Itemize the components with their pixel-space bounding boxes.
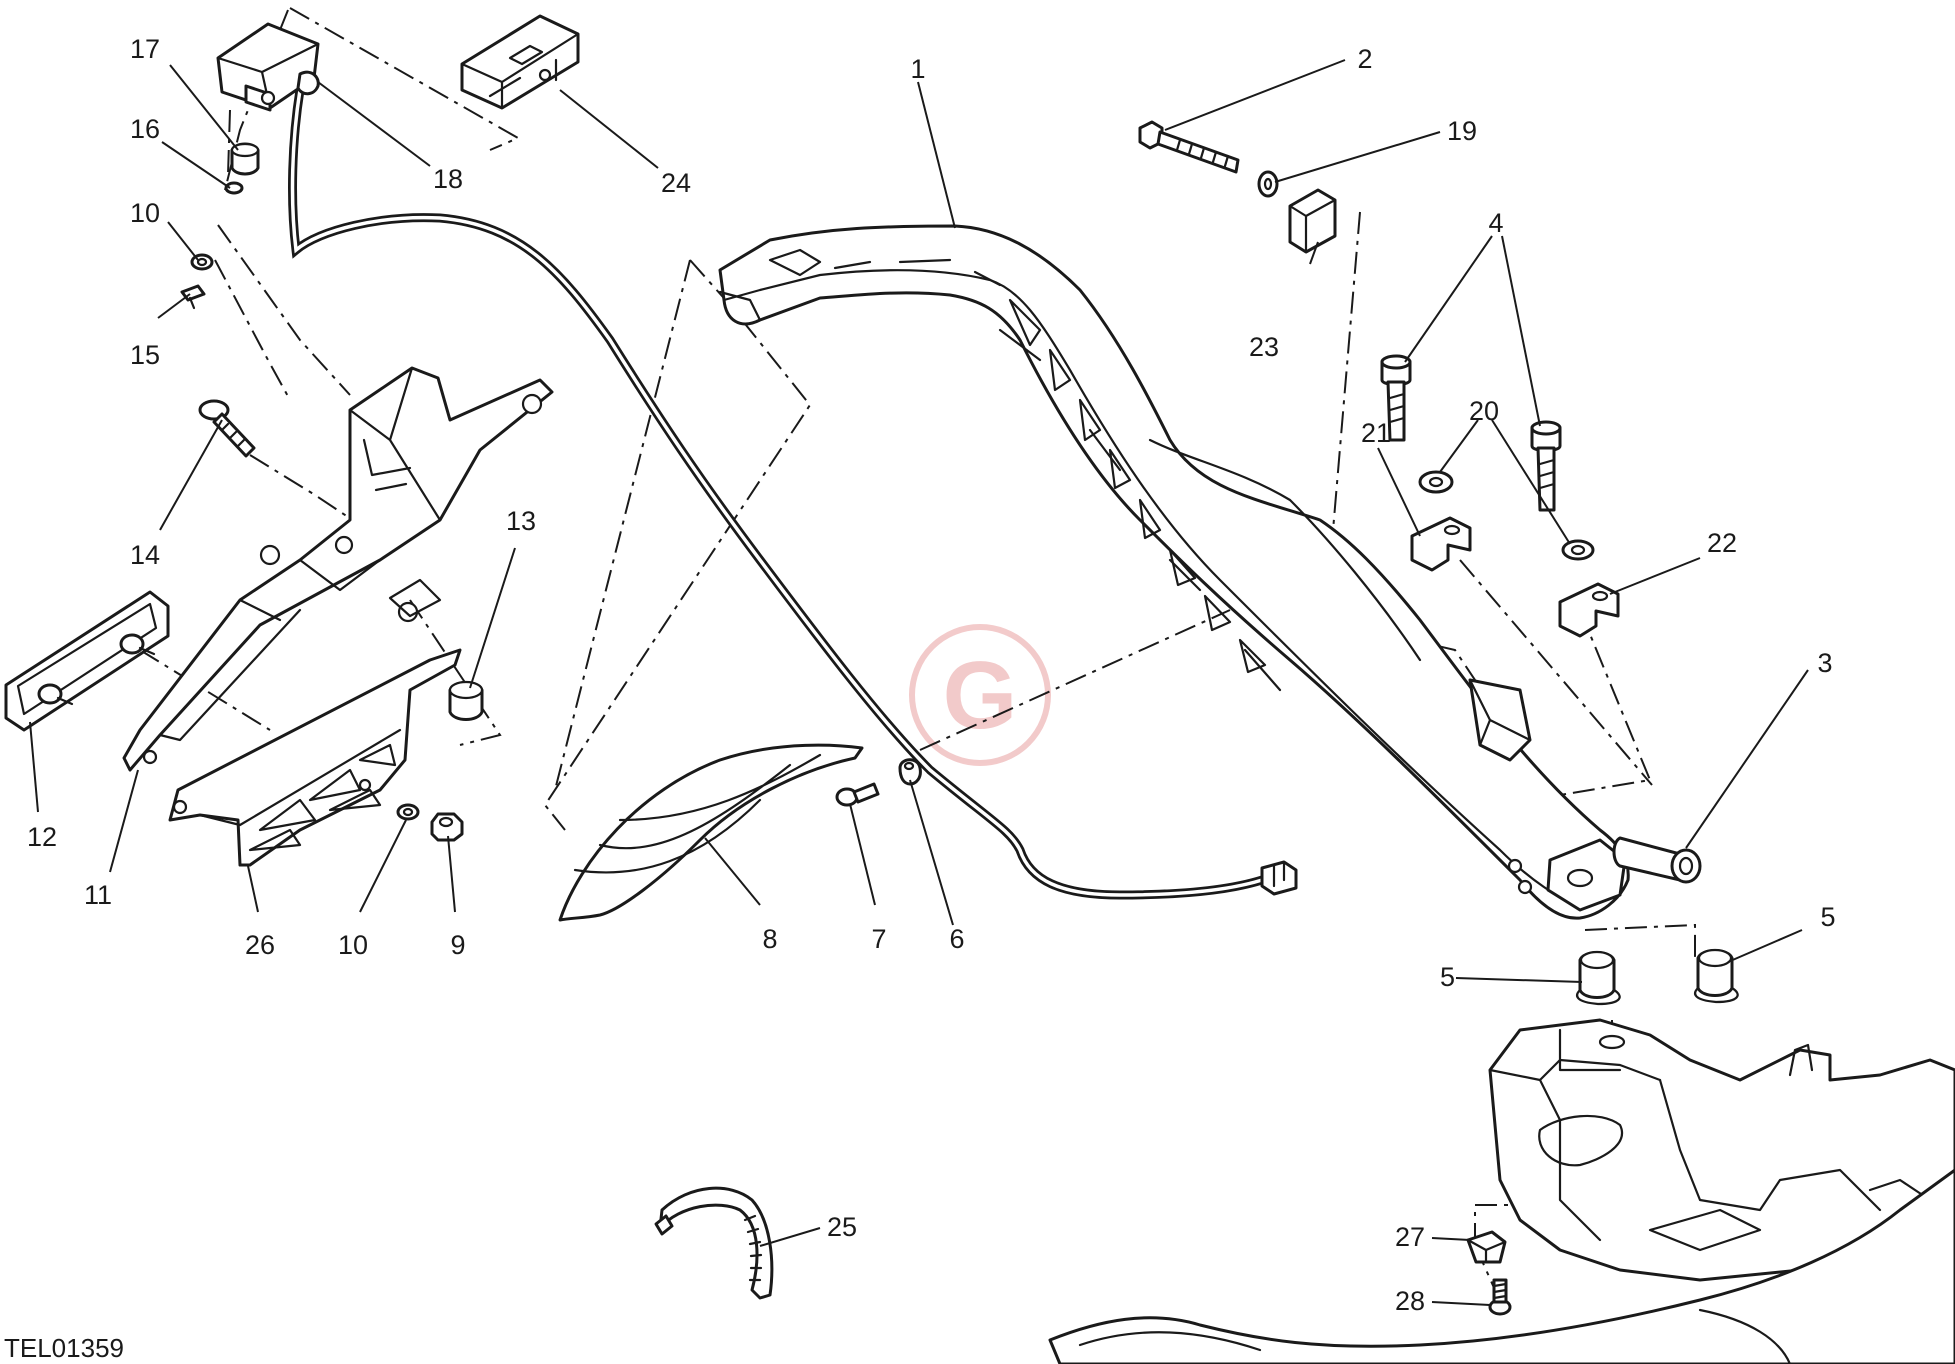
washer-19 [1257,170,1279,198]
drawing-code: TEL01359 [4,1333,124,1363]
bolt-2 [1138,120,1240,174]
callout-1: 1 [910,54,925,84]
grommet-16 [224,142,260,195]
washer-10-lower [396,803,420,821]
watermark-letter: G [943,642,1018,749]
clip-6 [898,758,922,786]
spacer-5-right [1694,948,1739,1004]
rear-mudguard-1 [718,224,1630,920]
callout-10-top: 10 [130,198,160,228]
callout-7: 7 [871,924,886,954]
clip-22 [1558,582,1620,638]
callout-23: 23 [1249,332,1279,362]
callout-5-left: 5 [1440,962,1455,992]
washer-20-right [1561,539,1595,561]
callout-28: 28 [1395,1286,1425,1316]
screw-28 [1488,1278,1512,1316]
mudguard-flap-8 [558,743,864,922]
spacer-13 [448,680,484,721]
callout-2: 2 [1357,44,1372,74]
callout-4: 4 [1488,208,1503,238]
callout-15: 15 [130,340,160,370]
spacer-5-left [1576,950,1621,1006]
callout-3: 3 [1817,648,1832,678]
licence-light-housing [216,22,320,112]
bushing-3 [1612,836,1702,884]
callout-21: 21 [1361,418,1391,448]
callout-22: 22 [1707,528,1737,558]
bolt-4-right [1530,420,1562,512]
clip-23 [1288,188,1337,254]
callout-14: 14 [130,540,160,570]
callout-6: 6 [949,924,964,954]
callout-16: 16 [130,114,160,144]
callout-25: 25 [827,1212,857,1242]
callout-8: 8 [762,924,777,954]
light-lens-cover [460,14,580,110]
callout-12: 12 [27,822,57,852]
watermark-logo: G [909,624,1051,766]
callout-26: 26 [245,930,275,960]
cable-connector [1260,860,1298,896]
callout-24: 24 [661,168,691,198]
callout-19: 19 [1447,116,1477,146]
lower-fairing-edge [1048,1168,1955,1364]
callout-27: 27 [1395,1222,1425,1252]
plate-bracket-26 [168,648,462,867]
wiring-harness [288,85,1298,900]
leader-lines [29,59,1809,1306]
bolt-4-left [1380,354,1412,442]
clip-21 [1410,516,1472,572]
callout-5-right: 5 [1820,902,1835,932]
callout-18: 18 [433,164,463,194]
reflector-12 [4,590,170,732]
screw-14 [198,399,256,458]
callout-20: 20 [1469,396,1499,426]
callout-9: 9 [450,930,465,960]
callout-numbers: 1 2 3 4 5 5 6 7 8 9 10 10 11 12 13 14 15… [27,34,1836,1316]
clip-27 [1466,1230,1507,1264]
licence-plate-holder-11 [122,366,554,772]
callout-13: 13 [506,506,536,536]
callout-10-bottom: 10 [338,930,368,960]
callout-11: 11 [84,880,112,910]
cable-tie-25 [654,1186,774,1300]
callout-17: 17 [130,34,160,64]
washer-20-left [1418,470,1454,494]
nut-9 [430,812,464,842]
screw-7 [835,782,880,807]
